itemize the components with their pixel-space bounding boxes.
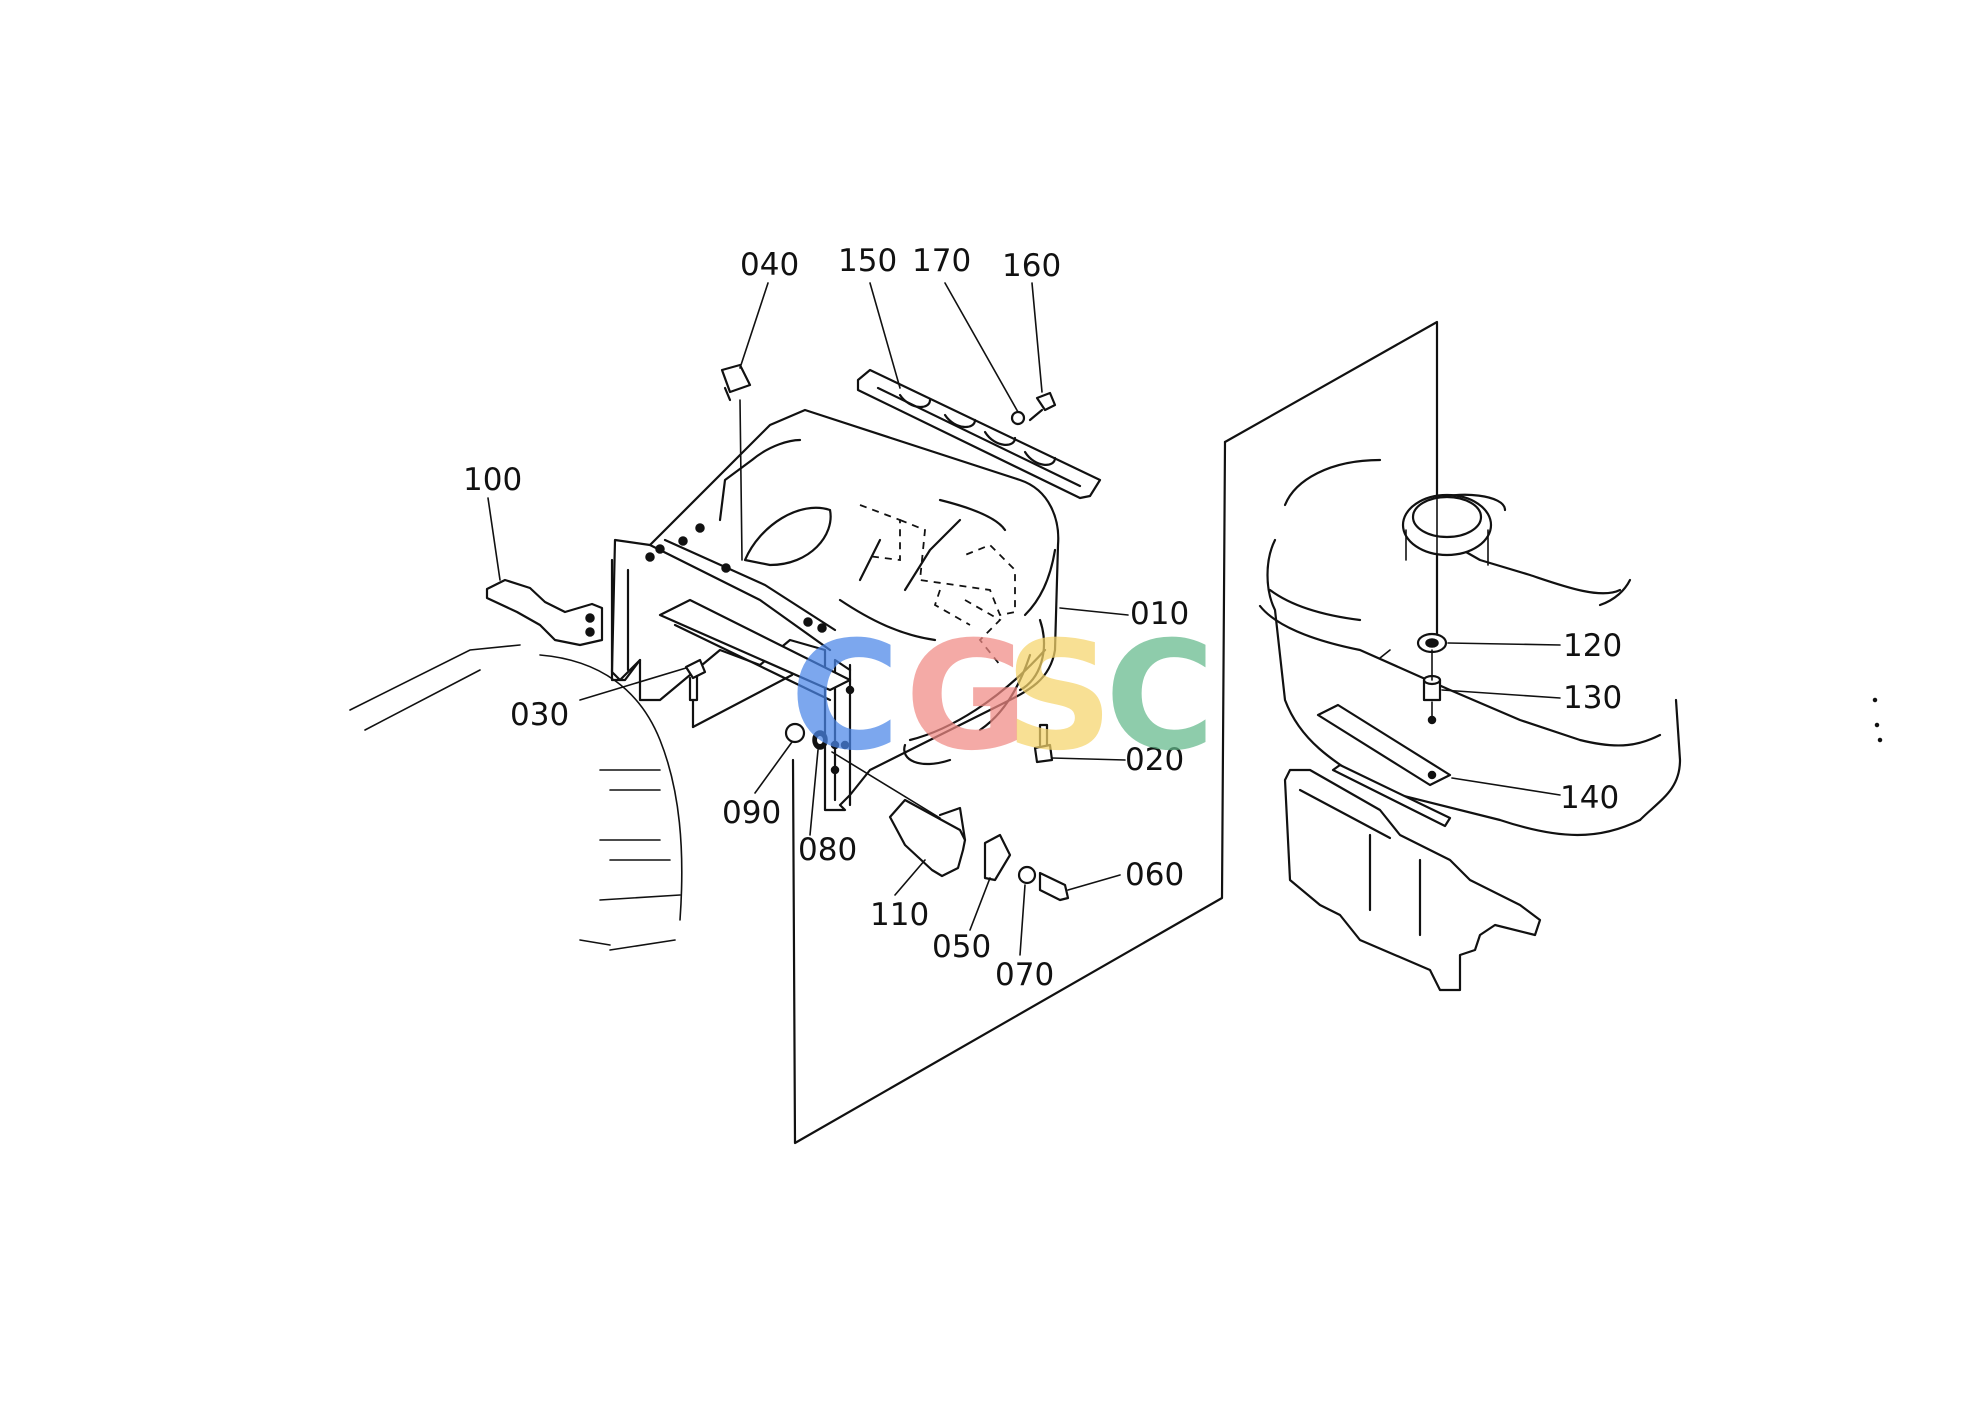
label-160: 160 xyxy=(1002,248,1061,284)
left-background-tank xyxy=(349,644,683,951)
label-120: 120 xyxy=(1563,628,1622,664)
label-020: 020 xyxy=(1125,742,1184,778)
part-030-bolt xyxy=(684,658,707,702)
label-150: 150 xyxy=(838,243,897,279)
watermark-letter-4: C xyxy=(1105,610,1215,784)
label-080: 080 xyxy=(798,832,857,868)
label-030: 030 xyxy=(510,697,569,733)
part-080-washer xyxy=(812,730,828,750)
part-120-cushion xyxy=(1416,632,1448,654)
scan-specks xyxy=(1872,697,1883,743)
part-labels: 040 150 170 160 100 010 120 130 030 020 … xyxy=(463,243,1622,993)
part-050-block xyxy=(983,833,1012,882)
part-020-bolt xyxy=(1033,723,1054,764)
part-150-grille xyxy=(856,368,1102,500)
label-140: 140 xyxy=(1560,780,1619,816)
label-010: 010 xyxy=(1130,596,1189,632)
watermark-logo: C G S C xyxy=(790,610,1215,784)
part-060-bolt xyxy=(1038,871,1070,902)
watermark-letter-2: G xyxy=(905,610,1028,784)
label-070: 070 xyxy=(995,957,1054,993)
label-050: 050 xyxy=(932,929,991,965)
part-170-washer xyxy=(1010,410,1026,426)
label-060: 060 xyxy=(1125,857,1184,893)
part-110-bracket xyxy=(831,751,967,878)
watermark-letter-3: S xyxy=(1005,610,1113,784)
part-140-band xyxy=(1316,703,1452,828)
part-070-washer xyxy=(1017,865,1037,885)
label-040: 040 xyxy=(740,247,799,283)
part-fuel-tank xyxy=(1258,458,1682,992)
part-010-hood xyxy=(610,408,1060,812)
label-130: 130 xyxy=(1563,680,1622,716)
label-170: 170 xyxy=(912,243,971,279)
part-100-bracket xyxy=(485,578,604,647)
label-090: 090 xyxy=(722,795,781,831)
leader-lines xyxy=(487,282,1561,956)
part-160-screw xyxy=(1028,391,1057,422)
part-040-clip xyxy=(720,363,752,561)
label-110: 110 xyxy=(870,897,929,933)
label-100: 100 xyxy=(463,462,522,498)
watermark-letter-1: C xyxy=(790,610,900,784)
part-090-nut xyxy=(784,722,806,744)
